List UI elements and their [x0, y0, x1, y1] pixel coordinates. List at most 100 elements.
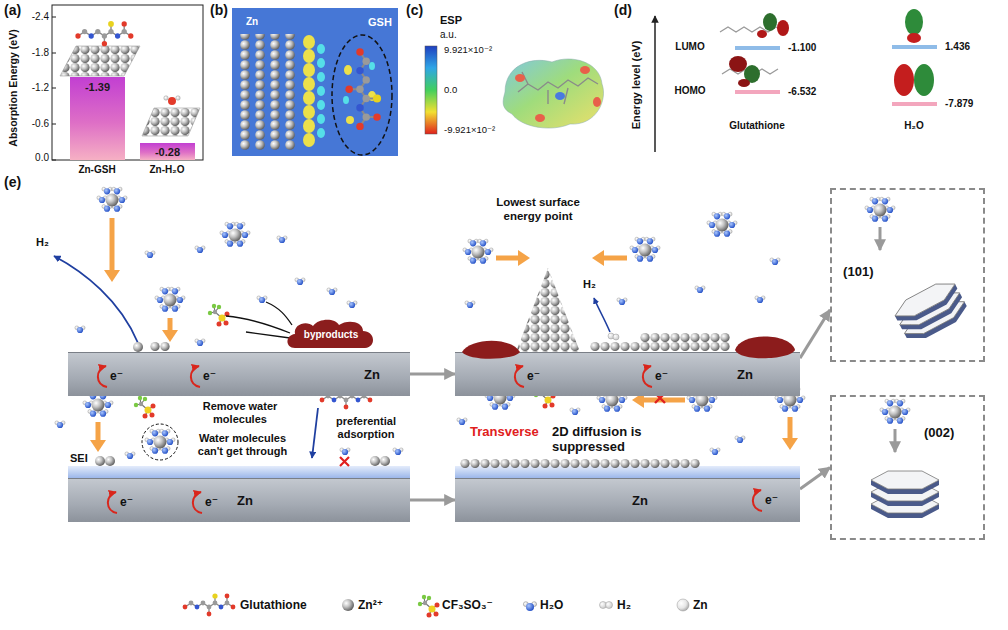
node-text: byproducts	[304, 329, 358, 341]
energy-level-diagram	[654, 16, 656, 152]
facet-sketch-002	[880, 399, 910, 424]
node-text: Zn	[737, 367, 753, 382]
energy-level-diagram	[905, 9, 923, 35]
annotation-emphasis: Transverse	[470, 424, 550, 439]
electron-arrow	[643, 366, 652, 387]
esp-map	[580, 66, 590, 74]
deposition-scheme-top-middle	[463, 239, 493, 264]
orbital-label: HOMO	[674, 85, 705, 97]
legend-icons	[342, 599, 354, 611]
charge-density-plot	[317, 100, 325, 110]
legend-icons	[183, 593, 236, 616]
legend-entry: Zn	[693, 598, 708, 612]
deposition-scheme-top-middle	[755, 296, 765, 303]
deposition-scheme-top-middle	[630, 237, 660, 262]
byproduct-deposit	[462, 337, 795, 359]
node-text: -1.39	[85, 81, 110, 94]
adsorption-chart	[176, 96, 180, 100]
facet-sketch-002	[871, 471, 939, 518]
deposition-scheme-top-left	[327, 288, 337, 295]
byproduct-deposit	[735, 337, 795, 359]
energy-value: -7.879	[945, 98, 973, 110]
legend-text: H₂	[617, 598, 631, 612]
deposition-scheme-bottom-middle	[782, 438, 798, 450]
scale-value: -9.921×10⁻²	[444, 124, 495, 135]
cloud-outline	[288, 320, 374, 348]
panel-letter: (b)	[210, 2, 228, 19]
adsorption-chart	[164, 96, 168, 100]
energy-level-diagram	[777, 20, 789, 36]
charge-density-plot	[317, 44, 325, 54]
gas-label: H₂	[36, 236, 49, 249]
deposition-scheme-bottom-left	[55, 386, 410, 478]
byproduct-cloud: byproducts	[285, 318, 377, 350]
energy-level-diagram	[914, 64, 934, 96]
legend-icons	[183, 593, 689, 617]
deposition-scheme-bottom-left	[340, 448, 350, 455]
scale-value: 0.0	[444, 84, 457, 95]
deposition-scheme-bottom-left	[95, 456, 105, 466]
legend-icons	[677, 599, 689, 611]
deposition-scheme-top-left	[145, 251, 155, 258]
tick-label: -0.6	[32, 118, 49, 130]
energy-level-diagram	[892, 102, 937, 106]
deposition-scheme-top-left	[75, 326, 85, 333]
byproduct-deposit	[462, 341, 520, 359]
charge-density-plot	[317, 128, 325, 138]
legend-entry: Glutathione	[240, 598, 307, 612]
legend-icons	[418, 595, 440, 618]
legend-entry: H₂O	[540, 598, 563, 612]
deposition-scheme-top-middle	[613, 334, 619, 340]
molecule-label: H₂O	[904, 120, 923, 132]
facet-sketch-101	[865, 197, 895, 222]
adsorption-chart	[52, 5, 203, 160]
esp-map	[535, 114, 545, 122]
adsorption-chart	[75, 21, 133, 46]
esp-map	[503, 59, 603, 128]
atom-label: Zn	[246, 16, 258, 28]
esp-map	[425, 46, 604, 134]
deposition-scheme-bottom-middle	[788, 417, 793, 440]
node-text: -0.28	[155, 145, 180, 158]
deposition-scheme-top-left	[133, 342, 143, 352]
charge-density-plot	[303, 49, 315, 63]
charge-density-plot	[369, 62, 375, 70]
charge-density-plot	[232, 8, 398, 156]
deposition-scheme-top-left	[208, 304, 230, 327]
deposition-scheme-top-left	[226, 302, 292, 338]
panel-letter: (c)	[406, 2, 423, 19]
energy-value: -6.532	[788, 86, 816, 98]
legend-icons	[606, 602, 613, 609]
facet-sketch-002	[871, 399, 939, 518]
energy-level-diagram	[763, 13, 777, 31]
facet-box: (002)	[830, 395, 985, 540]
deposition-scheme-bottom-left	[105, 456, 115, 466]
charge-density-plot	[345, 48, 381, 130]
electron-arrow	[193, 492, 202, 513]
scale-title: ESP	[440, 14, 462, 27]
deposition-scheme-bottom-left	[68, 466, 410, 478]
deposition-scheme-bottom-left	[393, 448, 403, 455]
adsorption-chart	[60, 46, 140, 76]
charge-density-plot	[317, 86, 325, 96]
zn-anode: Zn	[455, 478, 800, 522]
category-label: Zn-GSH	[78, 164, 115, 176]
deposition-scheme-top-left	[277, 236, 287, 243]
deposition-scheme-bottom-middle	[457, 418, 467, 425]
axis-title: Absorption Energy (eV)	[7, 29, 19, 146]
energy-level-diagram	[907, 33, 921, 43]
energy-bar: -1.39	[70, 77, 125, 160]
electron-arrow	[753, 490, 762, 511]
panel-letter: (d)	[614, 2, 632, 19]
deposition-scheme-top-left	[220, 222, 250, 247]
esp-map	[555, 92, 565, 100]
molecule-label: GSH	[368, 16, 392, 29]
charge-density-plot	[303, 133, 315, 147]
energy-bar: -0.28	[140, 143, 195, 160]
charge-density-plot	[303, 63, 315, 77]
molecule-label: Glutathione	[729, 120, 785, 132]
adsorption-chart	[168, 97, 176, 105]
